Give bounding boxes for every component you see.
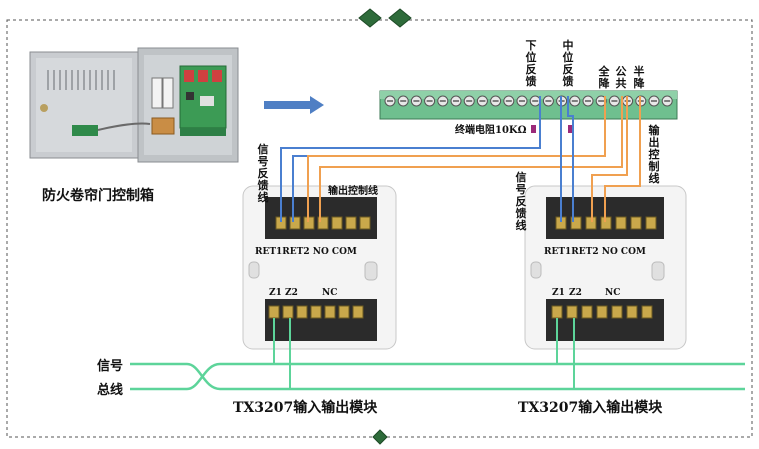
module-left-nc: NC bbox=[322, 288, 338, 298]
output-control-label-right: 输出控制线 bbox=[648, 124, 660, 185]
module-screw bbox=[310, 305, 322, 319]
wire-ret2-right bbox=[567, 96, 574, 222]
common-label: 公共 bbox=[615, 65, 627, 90]
wire-common-right bbox=[591, 96, 628, 222]
module-left-z2: Z2 bbox=[285, 288, 298, 298]
diamond-icon bbox=[372, 429, 388, 445]
control-box-title: 防火卷帘门控制箱 bbox=[42, 188, 154, 204]
resistor-label: 终端电阻10KΩ bbox=[455, 125, 527, 136]
wires bbox=[273, 96, 641, 389]
module-right-z2: Z2 bbox=[569, 288, 582, 298]
module-screw bbox=[352, 305, 364, 319]
module-right-caption: TX3207输入输出模块 bbox=[518, 400, 663, 416]
wire-half-down-right bbox=[604, 96, 641, 222]
control-box-image bbox=[29, 47, 239, 163]
output-control-label-left: 输出控制线 bbox=[328, 186, 378, 197]
wire-full-down-left bbox=[307, 96, 606, 222]
half-down-label: 半降 bbox=[633, 65, 645, 90]
diamond-icon bbox=[358, 8, 382, 28]
module-left-caption: TX3207输入输出模块 bbox=[233, 400, 378, 416]
module-screw bbox=[626, 305, 638, 319]
module-screw bbox=[289, 216, 301, 230]
module-screw bbox=[331, 216, 343, 230]
module-screw bbox=[551, 305, 563, 319]
signal-feedback-label-right: 信号反馈线 bbox=[515, 171, 527, 232]
full-down-label: 全降 bbox=[598, 65, 610, 90]
module-screw bbox=[359, 216, 371, 230]
module-screw bbox=[566, 305, 578, 319]
module-screw bbox=[324, 305, 336, 319]
bus-label-line1: 信号 bbox=[97, 359, 124, 374]
module-screw bbox=[268, 305, 280, 319]
lower-feedback-label: 下位反馈 bbox=[525, 39, 537, 88]
module-screw bbox=[641, 305, 653, 319]
diamond-icon bbox=[388, 8, 412, 28]
module-screw bbox=[345, 216, 357, 230]
module-screw bbox=[282, 305, 294, 319]
arrow-icon bbox=[264, 96, 324, 114]
module-screw bbox=[338, 305, 350, 319]
dashed-frame bbox=[6, 19, 753, 438]
wire-common-left bbox=[319, 96, 623, 222]
module-right-terminals: RET1RET2 NO COM bbox=[544, 247, 646, 257]
bus-label-line2: 总线 bbox=[97, 383, 124, 398]
signal-bus bbox=[130, 362, 745, 391]
module-screw bbox=[596, 305, 608, 319]
resistor-icon bbox=[531, 125, 573, 133]
module-screw bbox=[317, 216, 329, 230]
module-left-terminals: RET1RET2 NO COM bbox=[255, 247, 357, 257]
module-screw bbox=[570, 216, 582, 230]
module-screw bbox=[581, 305, 593, 319]
module-screw bbox=[611, 305, 623, 319]
terminal-strip bbox=[379, 90, 678, 120]
module-screw bbox=[630, 216, 642, 230]
module-screw bbox=[645, 216, 657, 230]
module-screw bbox=[615, 216, 627, 230]
middle-feedback-label: 中位反馈 bbox=[562, 39, 574, 88]
module-right-nc: NC bbox=[605, 288, 621, 298]
wire-lower-feedback-left bbox=[280, 96, 541, 222]
signal-feedback-label-left: 信号反馈线 bbox=[257, 143, 269, 204]
module-left-z1: Z1 bbox=[269, 288, 282, 298]
module-right-z1: Z1 bbox=[552, 288, 565, 298]
module-screw bbox=[296, 305, 308, 319]
